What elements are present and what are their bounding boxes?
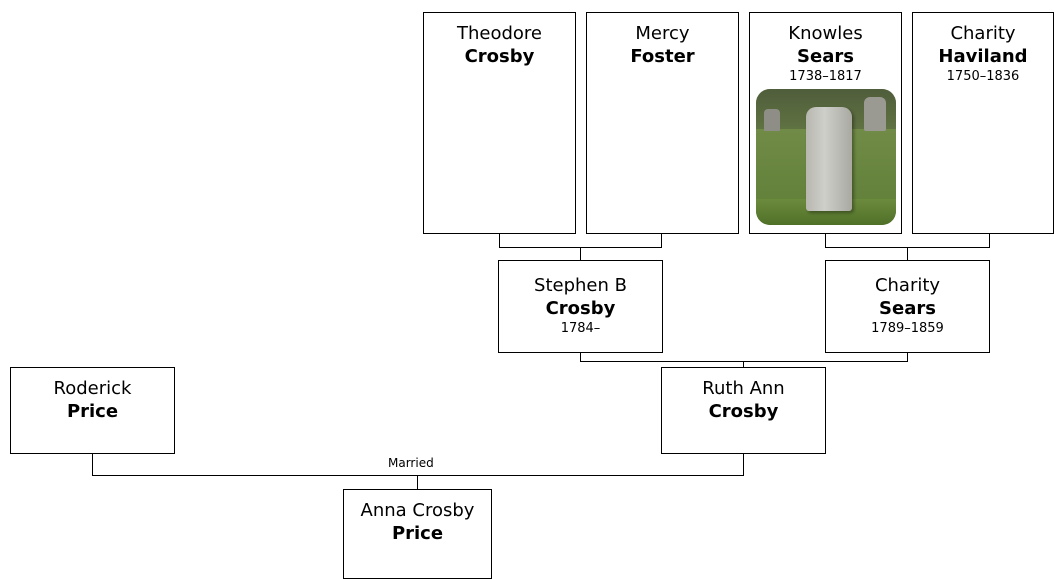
given-name: Anna Crosby [360,500,475,521]
person-card-charity-haviland[interactable]: Charity Haviland 1750–1836 [912,12,1054,234]
person-card-roderick-price[interactable]: Roderick Price [10,367,175,454]
surname: Crosby [464,45,535,67]
surname: Sears [797,45,854,67]
given-name: Theodore [456,23,542,44]
surname: Price [391,522,444,544]
given-name: Stephen B [534,275,627,296]
background-stone [763,109,780,132]
given-name: Charity [874,275,941,296]
life-dates: 1784– [560,321,601,336]
surname: Foster [630,45,695,67]
surname: Haviland [938,45,1028,67]
person-card-charity-sears[interactable]: Charity Sears 1789–1859 [825,260,990,353]
background-stone [863,97,886,132]
person-card-anna-crosby-price[interactable]: Anna Crosby Price [343,489,492,579]
given-name: Ruth Ann [702,378,785,399]
person-card-theodore-crosby[interactable]: Theodore Crosby [423,12,576,234]
person-card-mercy-foster[interactable]: Mercy Foster [586,12,739,234]
life-dates: 1738–1817 [789,69,862,84]
given-name: Roderick [53,378,132,399]
surname: Crosby [708,400,779,422]
person-card-stephen-crosby[interactable]: Stephen B Crosby 1784– [498,260,663,353]
life-dates: 1789–1859 [871,321,944,336]
given-name: Mercy [635,23,690,44]
given-name: Knowles [788,23,863,44]
surname: Sears [879,297,936,319]
surname: Crosby [545,297,616,319]
life-dates: 1750–1836 [946,69,1020,84]
person-card-ruth-ann-crosby[interactable]: Ruth Ann Crosby [661,367,826,454]
person-card-knowles-sears[interactable]: Knowles Sears 1738–1817 [749,12,902,234]
gravestone-photo[interactable] [755,89,896,226]
given-name: Charity [950,23,1016,44]
marriage-label: Married [386,456,436,470]
surname: Price [66,400,119,422]
gravestone [805,107,852,212]
